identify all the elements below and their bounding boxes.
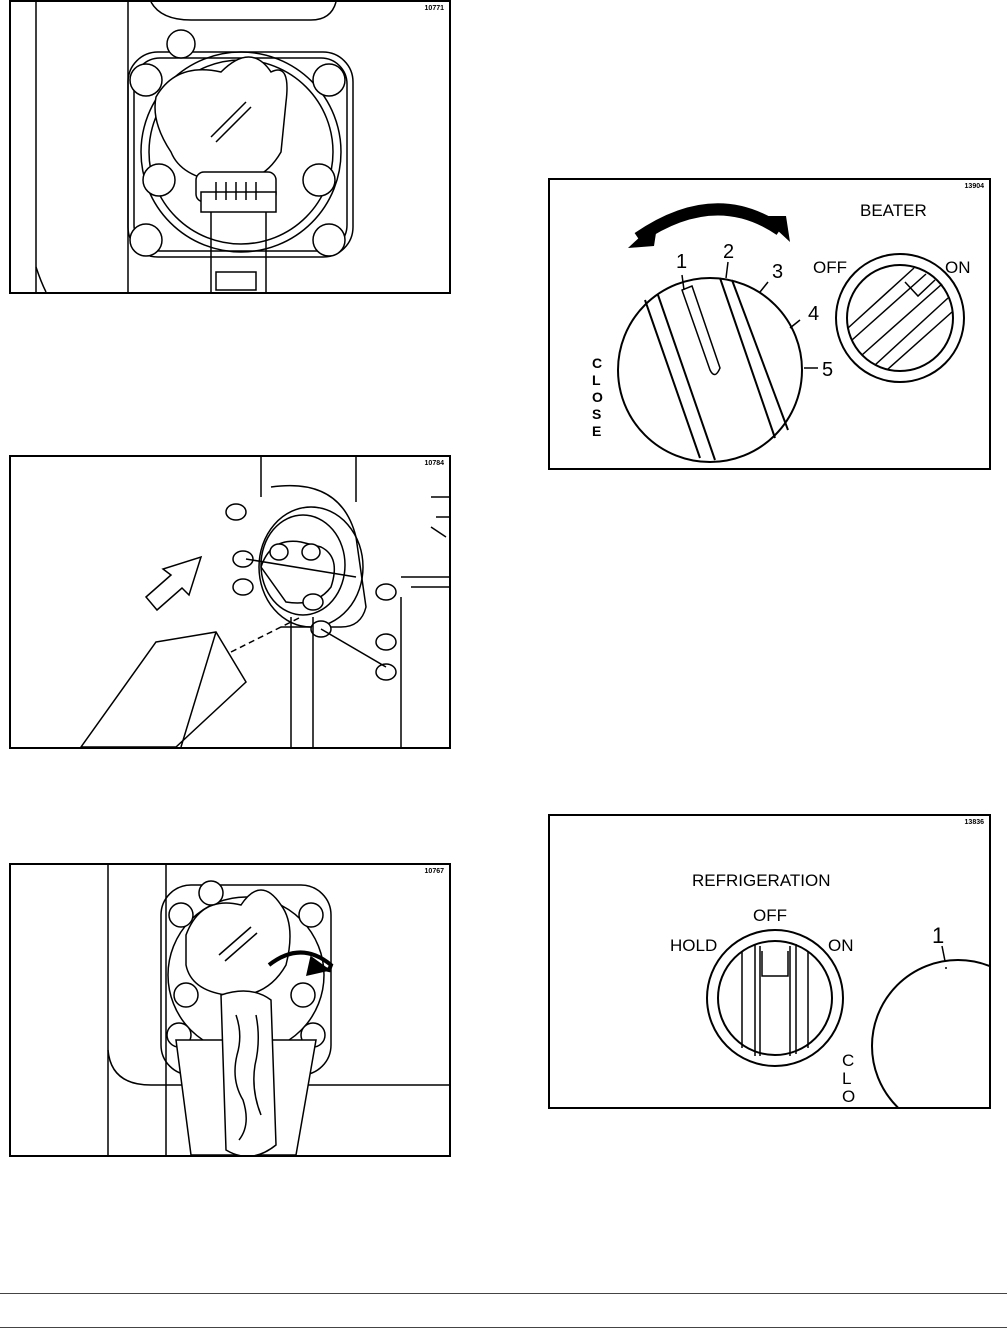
figure-door-removal-brush: 10771 [9,0,451,294]
footer-rule-top [0,1293,1007,1294]
switch-label: BEATER [860,201,927,220]
draw-dial [872,960,989,1107]
figure-refrigeration-switch: 13836 REFRIGERATION OFF HOLD ON C L O 1 [548,814,991,1109]
door-brush-illustration [11,2,449,292]
off-label: OFF [813,258,847,277]
close-letter: O [592,389,603,405]
beater-switch-illustration: 1 2 3 4 5 C L O S E BEATER OFF ON [550,180,989,468]
figure-beater-switch: 13904 1 2 3 4 5 C L O S E BEATER OFF ON [548,178,991,470]
door-cleaning-illustration [11,865,449,1155]
refrigeration-switch-illustration: REFRIGERATION OFF HOLD ON C L O 1 [550,816,989,1107]
dial-number: 1 [932,923,944,948]
clo-letter: C [842,1051,854,1070]
figure-door-cleaning: 10767 [9,863,451,1157]
on-label: ON [828,936,854,955]
dial-number: 5 [822,359,833,381]
hold-label: HOLD [670,936,717,955]
close-letter: E [592,423,601,439]
close-letter: S [592,406,601,422]
dial-number: 4 [808,303,819,325]
dial-number: 3 [772,261,783,283]
footer-rule-bottom [0,1327,1007,1328]
dial-number: 2 [723,241,734,263]
door-install-illustration [11,457,449,747]
switch-label: REFRIGERATION [692,871,831,890]
off-label: OFF [753,906,787,925]
clo-letter: O [842,1087,855,1106]
close-letter: L [592,372,601,388]
figure-door-installation: 10784 [9,455,451,749]
double-arrow-icon [638,209,780,238]
dial-number: 1 [676,251,687,273]
clo-letter: L [842,1069,851,1088]
close-letter: C [592,355,602,371]
on-label: ON [945,258,971,277]
